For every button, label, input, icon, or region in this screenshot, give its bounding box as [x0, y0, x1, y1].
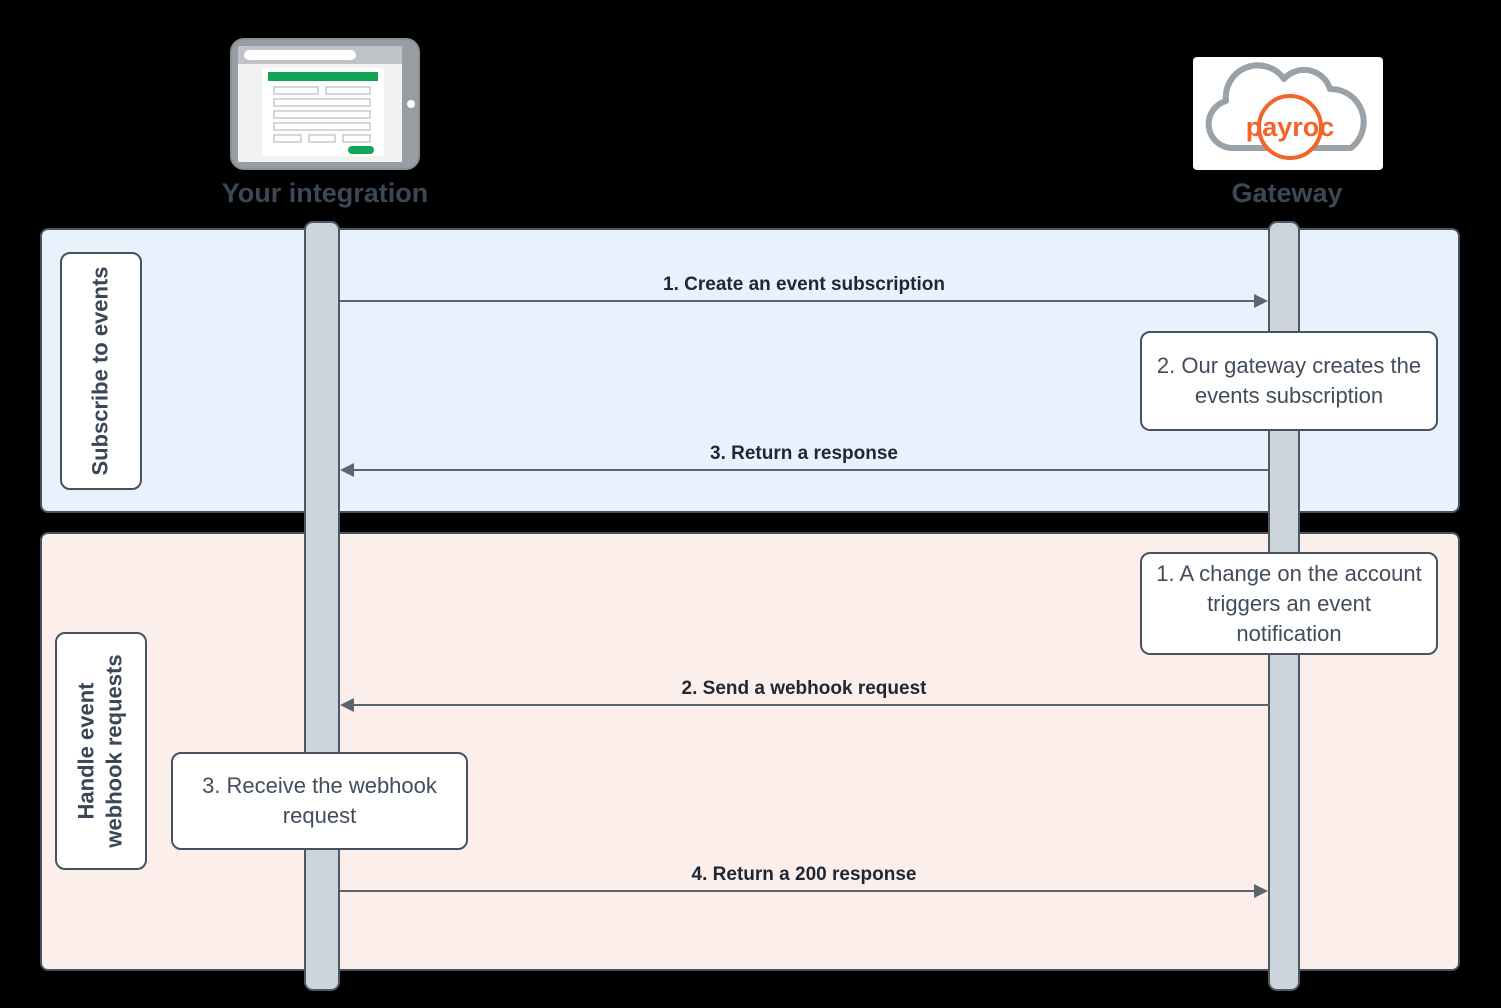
- arrowhead-right-icon: [1254, 884, 1268, 898]
- note-gateway-creates-subscription: 2. Our gateway creates the events subscr…: [1140, 331, 1438, 431]
- note-receive-webhook: 3. Receive the webhook request: [171, 752, 468, 850]
- lane-title-line-2: webhook requests: [102, 654, 127, 848]
- tablet-form-icon: [230, 38, 420, 170]
- payroc-cloud-icon: payroc: [1205, 62, 1367, 160]
- message-label-return-200: 4. Return a 200 response: [691, 864, 917, 885]
- lane-title-line-1: Handle event: [74, 682, 99, 820]
- lane-title-text: Subscribe to events: [88, 266, 114, 476]
- message-label-create-subscription: 1. Create an event subscription: [663, 274, 945, 295]
- arrowhead-left-icon: [340, 463, 354, 477]
- lane-title-text: Handle event webhook requests: [73, 654, 129, 847]
- message-arrow-return-200: [340, 890, 1256, 892]
- payroc-wordmark: payroc: [1246, 112, 1335, 142]
- note-change-triggers-event: 1. A change on the account triggers an e…: [1140, 552, 1438, 655]
- lane-title-handle-webhooks: Handle event webhook requests: [55, 632, 147, 870]
- lane-title-subscribe-to-events: Subscribe to events: [60, 252, 142, 490]
- your-integration-icon: [230, 38, 420, 170]
- message-arrow-create-subscription: [340, 300, 1256, 302]
- payroc-logo: payroc: [1193, 57, 1383, 170]
- arrowhead-left-icon: [340, 698, 354, 712]
- message-label-send-webhook: 2. Send a webhook request: [681, 678, 927, 699]
- actor-label-your-integration: Your integration: [221, 178, 429, 208]
- lifeline-your-integration: [304, 221, 340, 991]
- message-arrow-return-response: [352, 469, 1270, 471]
- arrowhead-right-icon: [1254, 294, 1268, 308]
- actor-label-gateway: Gateway: [1231, 178, 1343, 208]
- message-label-return-response: 3. Return a response: [710, 443, 898, 464]
- message-arrow-send-webhook: [352, 704, 1270, 706]
